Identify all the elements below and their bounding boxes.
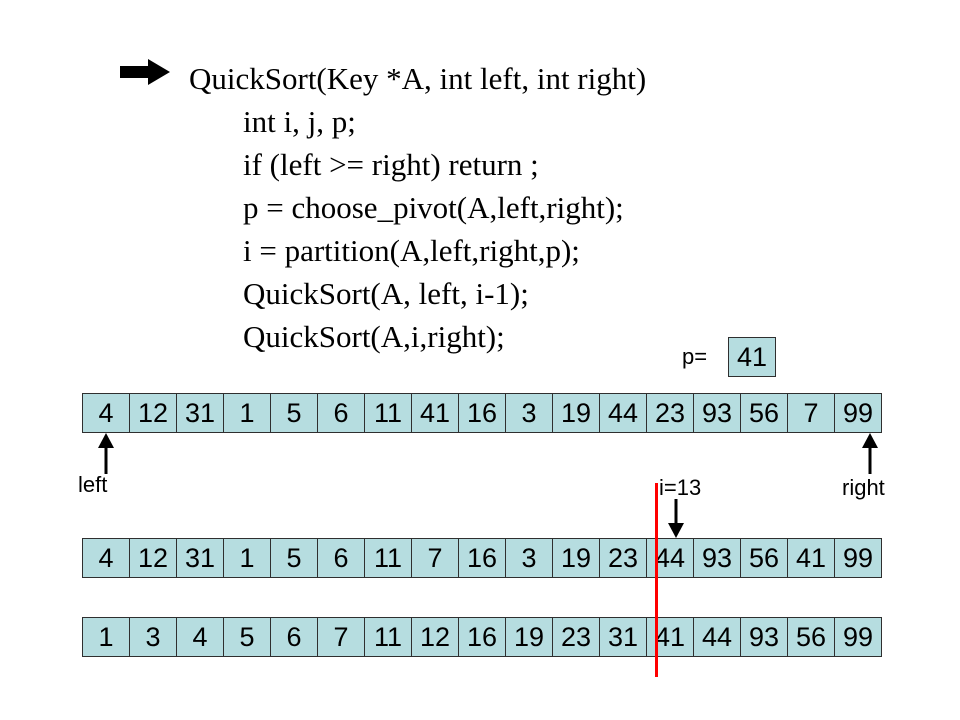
array-cell: 3 xyxy=(505,538,553,578)
left-pointer-arrow-icon xyxy=(98,433,114,474)
code-signature: QuickSort(Key *A, int left, int right) xyxy=(189,61,647,96)
pivot-value: 41 xyxy=(728,337,776,377)
array-cell: 44 xyxy=(646,538,694,578)
pivot-label: p= xyxy=(682,344,708,369)
array-cell: 7 xyxy=(411,538,459,578)
right-pointer-arrow-icon xyxy=(862,433,878,474)
array-cell: 31 xyxy=(599,617,647,657)
array-cell: 44 xyxy=(599,393,647,433)
code-line-2: if (left >= right) return ; xyxy=(243,147,539,182)
array-cell: 1 xyxy=(223,393,271,433)
left-label: left xyxy=(78,472,108,497)
code-line-6: QuickSort(A,i,right); xyxy=(243,319,505,354)
array-cell: 12 xyxy=(129,393,177,433)
array-cell: 99 xyxy=(834,538,882,578)
array-cell: 4 xyxy=(82,393,130,433)
array-cell: 6 xyxy=(270,617,318,657)
i-pointer-arrow-icon xyxy=(668,499,684,538)
array-cell: 31 xyxy=(176,393,224,433)
array-cell: 23 xyxy=(646,393,694,433)
array-cell: 4 xyxy=(176,617,224,657)
array-cell: 19 xyxy=(505,617,553,657)
array-cell: 16 xyxy=(458,393,506,433)
code-line-5: QuickSort(A, left, i-1); xyxy=(243,276,529,311)
array-cell: 5 xyxy=(270,538,318,578)
code-line-4: i = partition(A,left,right,p); xyxy=(243,233,580,268)
array-cell: 41 xyxy=(411,393,459,433)
array-cell: 11 xyxy=(364,538,412,578)
array-cell: 56 xyxy=(740,538,788,578)
array-cell: 5 xyxy=(270,393,318,433)
right-label: right xyxy=(842,475,885,500)
array-cell: 93 xyxy=(740,617,788,657)
array-cell: 41 xyxy=(787,538,835,578)
array-cell: 11 xyxy=(364,393,412,433)
array-cell: 16 xyxy=(458,538,506,578)
array-cell: 56 xyxy=(740,393,788,433)
array-cell: 12 xyxy=(411,617,459,657)
array-cell: 99 xyxy=(834,617,882,657)
array-cell: 56 xyxy=(787,617,835,657)
array-cell: 93 xyxy=(693,393,741,433)
array-cell: 3 xyxy=(129,617,177,657)
array-cell: 19 xyxy=(552,393,600,433)
array-cell: 7 xyxy=(787,393,835,433)
code-line-3: p = choose_pivot(A,left,right); xyxy=(243,190,624,225)
array-cell: 12 xyxy=(129,538,177,578)
array-cell: 1 xyxy=(223,538,271,578)
array-cell: 19 xyxy=(552,538,600,578)
array-cell: 41 xyxy=(646,617,694,657)
array-cell: 23 xyxy=(599,538,647,578)
array-cell: 16 xyxy=(458,617,506,657)
array-cell: 6 xyxy=(317,393,365,433)
array-cell: 11 xyxy=(364,617,412,657)
arrow-right-icon xyxy=(120,59,170,85)
array-cell: 3 xyxy=(505,393,553,433)
array-cell: 99 xyxy=(834,393,882,433)
code-line-1: int i, j, p; xyxy=(243,104,356,139)
array-cell: 31 xyxy=(176,538,224,578)
partition-split-line xyxy=(655,483,658,677)
array-cell: 4 xyxy=(82,538,130,578)
array-cell: 23 xyxy=(552,617,600,657)
array-cell: 1 xyxy=(82,617,130,657)
array-cell: 5 xyxy=(223,617,271,657)
array-cell: 6 xyxy=(317,538,365,578)
array-cell: 93 xyxy=(693,538,741,578)
array-cell: 7 xyxy=(317,617,365,657)
array-cell: 44 xyxy=(693,617,741,657)
i-label: i=13 xyxy=(659,475,702,500)
